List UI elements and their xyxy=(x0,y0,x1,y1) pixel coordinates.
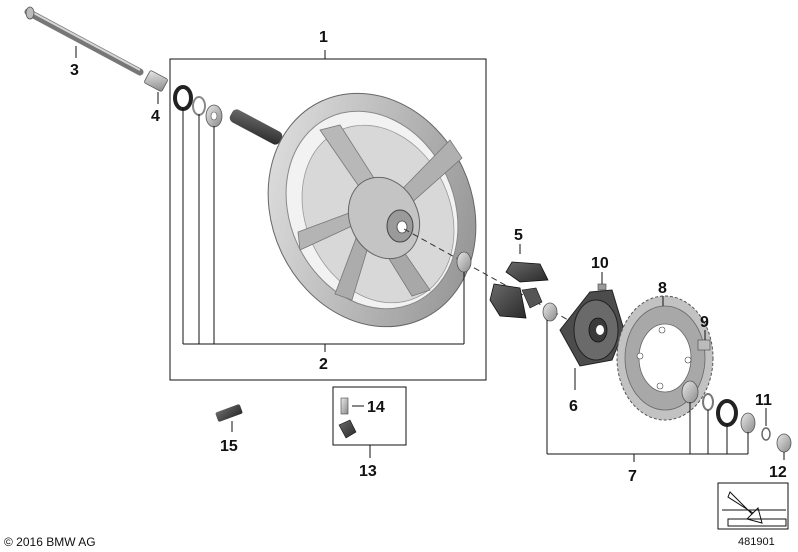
direction-arrow-icon xyxy=(722,491,787,527)
stud-part xyxy=(597,283,607,291)
callout-3: 3 xyxy=(70,62,79,79)
sprocket-bolt-part xyxy=(697,339,711,351)
carrier-set-bracket xyxy=(546,320,749,462)
wheel-rim-part xyxy=(267,92,477,328)
carrier-bearing-set-part xyxy=(681,380,771,441)
callout-12: 12 xyxy=(769,464,787,481)
callout-6: 6 xyxy=(569,398,578,415)
callout-4: 4 xyxy=(151,108,160,125)
wheel-bearing-part xyxy=(456,251,472,273)
callout-7: 7 xyxy=(628,468,637,485)
bearing-set-bracket xyxy=(182,108,465,352)
callout-10: 10 xyxy=(591,255,609,272)
axle-nut-part xyxy=(776,433,792,453)
callout-1: 1 xyxy=(319,29,328,46)
tire-valve-part xyxy=(338,397,357,439)
copyright-text: © 2016 BMW AG xyxy=(4,535,96,549)
sprocket-carrier-part xyxy=(559,289,625,367)
callout-8: 8 xyxy=(658,280,667,297)
callout-5: 5 xyxy=(514,227,523,244)
callout-13: 13 xyxy=(359,463,377,480)
balance-weight-part xyxy=(215,404,243,422)
axle-part xyxy=(24,6,144,76)
callout-2: 2 xyxy=(319,356,328,373)
callout-15: 15 xyxy=(220,438,238,455)
image-number: 481901 xyxy=(738,536,775,548)
image-reference-box xyxy=(717,482,789,530)
callout-9: 9 xyxy=(700,314,709,331)
callout-11: 11 xyxy=(755,392,772,409)
callout-14: 14 xyxy=(367,399,385,416)
carrier-spacer-part xyxy=(542,302,558,322)
cush-drive-damper-part xyxy=(489,261,549,319)
chain-sprocket-part xyxy=(616,295,714,421)
